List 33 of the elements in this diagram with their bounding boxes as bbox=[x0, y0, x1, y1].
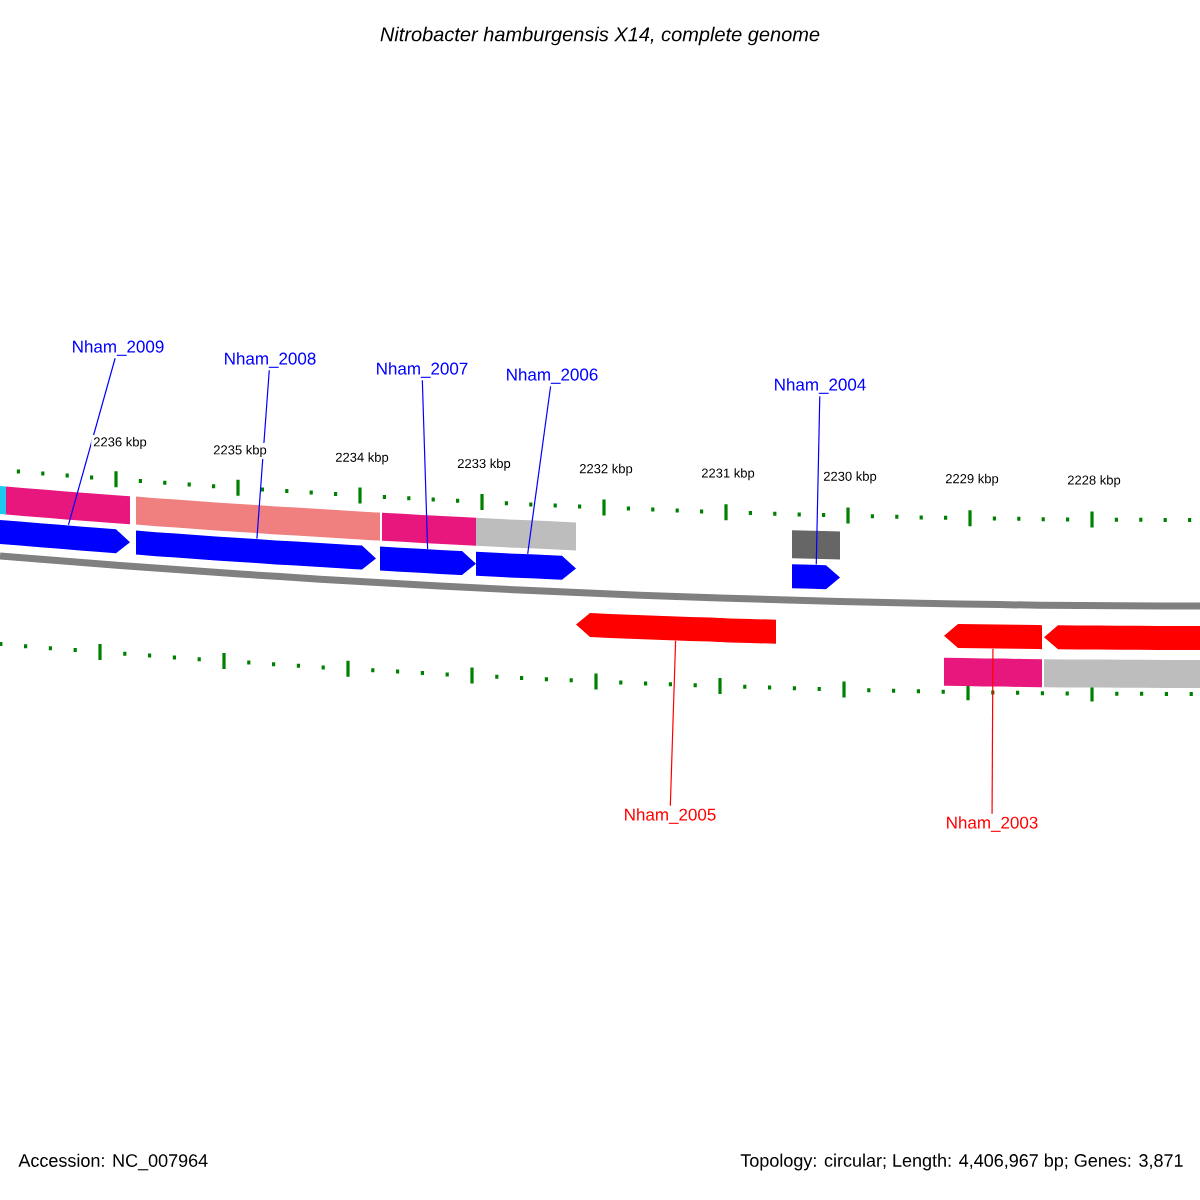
leader-line bbox=[256, 369, 270, 540]
gene-label: Nham_2005 bbox=[625, 808, 716, 824]
gene-feature bbox=[944, 624, 1042, 650]
cog-bar bbox=[1044, 659, 1200, 688]
gene-label: Nham_2004 bbox=[775, 378, 866, 394]
gene-feature bbox=[476, 551, 576, 580]
cog-bar bbox=[476, 517, 576, 551]
gene-label: Nham_2007 bbox=[377, 362, 468, 378]
gene-label: Nham_2008 bbox=[225, 352, 316, 368]
gene-feature bbox=[0, 520, 130, 554]
title: Nitrobacter hamburgensis X14, complete genome bbox=[380, 26, 820, 46]
gene-label: Nham_2003 bbox=[947, 816, 1038, 832]
gene-label: Nham_2006 bbox=[507, 368, 598, 384]
gene-feature bbox=[792, 564, 840, 590]
cog-bar bbox=[6, 486, 130, 525]
leader-line bbox=[991, 648, 994, 815]
leader-line bbox=[815, 395, 821, 565]
leader-line bbox=[527, 385, 552, 555]
leader-line bbox=[421, 379, 429, 550]
cog-bar bbox=[944, 657, 1042, 688]
cog-bar bbox=[136, 496, 380, 541]
cog-bar bbox=[382, 512, 476, 546]
leader-line bbox=[669, 640, 677, 807]
gene-label: Nham_2009 bbox=[73, 340, 164, 356]
cog-bar bbox=[0, 486, 6, 515]
genome-info-text: Topology: circular; Length: 4,406,967 bp; Genes: 3,871 bbox=[740, 1153, 1183, 1171]
gene-feature bbox=[136, 530, 376, 570]
accession-text: Accession: NC_007964 bbox=[18, 1153, 208, 1171]
gene-feature bbox=[576, 613, 776, 644]
gene-feature bbox=[1044, 625, 1200, 650]
gene-feature bbox=[380, 546, 476, 575]
leader-line bbox=[67, 357, 116, 526]
cog-bar bbox=[792, 530, 840, 560]
